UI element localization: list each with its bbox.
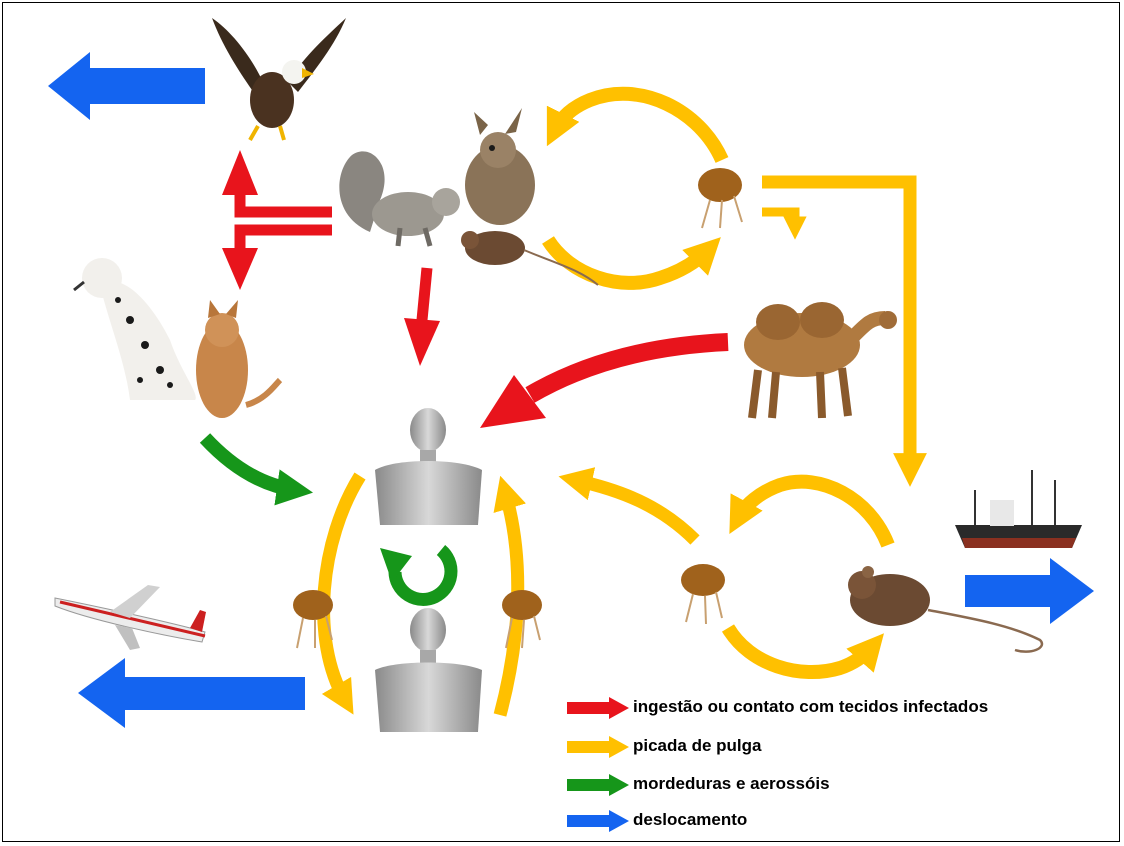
- red-arrow-camel-to-human: [480, 342, 728, 428]
- green-arrow-pets-to-human: [205, 438, 295, 490]
- red-arrow-to-dog: [222, 230, 332, 290]
- legend-label: picada de pulga: [633, 734, 761, 758]
- airplane-icon: [55, 585, 206, 650]
- eagle-icon: [212, 18, 346, 140]
- dalmatian-dog-icon: [74, 258, 196, 400]
- blue-legend-arrow-icon: [567, 810, 629, 832]
- human-torso-icon-top: [375, 408, 482, 525]
- camel-icon: [744, 302, 897, 418]
- yellow-arrow-flea-to-rabbit: [555, 94, 722, 160]
- green-legend-arrow-icon: [567, 774, 629, 796]
- legend-label: deslocamento: [633, 808, 747, 832]
- legend-label: mordeduras e aerossóis: [633, 772, 830, 796]
- yellow-arrow-rat-to-flea: [738, 482, 888, 545]
- movement-arrow-airplane: [78, 658, 305, 728]
- yellow-arrow-flea-to-human: [575, 480, 695, 540]
- red-legend-arrow-icon: [567, 697, 629, 719]
- squirrel-icon: [339, 151, 460, 246]
- flea-icon: [698, 168, 742, 228]
- yellow-arrow-human-left-loop: [324, 476, 360, 700]
- red-arrow-to-eagle: [222, 150, 332, 212]
- yellow-arrow-flea-to-camel: [762, 212, 795, 228]
- legend-item-ingestion: ingestão ou contato com tecidos infectad…: [567, 695, 1124, 719]
- legend-item-movement: deslocamento: [567, 808, 1124, 832]
- human-torso-icon-bottom: [375, 608, 482, 732]
- ship-icon: [955, 470, 1082, 548]
- legend-item-flea-bite: picada de pulga: [567, 734, 1124, 758]
- red-arrow-squirrel-to-human: [404, 268, 440, 366]
- legend-item-bite-aerosol: mordeduras e aerossóis: [567, 772, 1124, 796]
- cat-icon: [196, 300, 280, 418]
- flea-icon-right: [502, 590, 542, 648]
- yellow-legend-arrow-icon: [567, 736, 629, 758]
- movement-arrow-ship: [965, 558, 1094, 624]
- mouse-icon: [461, 231, 598, 285]
- movement-arrow-eagle: [48, 52, 205, 120]
- rabbit-icon: [465, 108, 535, 225]
- green-circular-arrow-human-to-human: [380, 548, 451, 599]
- yellow-arrow-mouse-to-flea: [548, 240, 708, 283]
- yellow-arrow-flea-to-rat-lower: [728, 628, 872, 672]
- flea-icon-lower-right: [681, 564, 725, 624]
- legend-label: ingestão ou contato com tecidos infectad…: [633, 695, 988, 719]
